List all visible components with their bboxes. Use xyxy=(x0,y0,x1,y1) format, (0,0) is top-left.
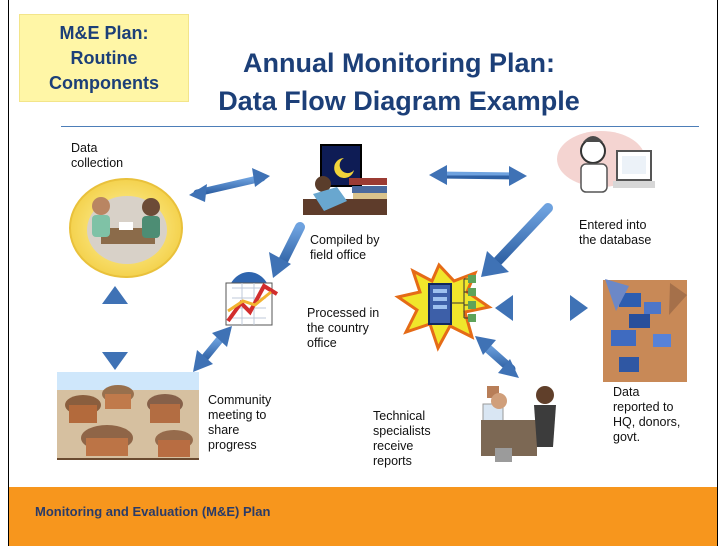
arrow-compile-to-chart xyxy=(269,222,305,278)
double-arrow-processed-technical xyxy=(475,336,519,378)
footer-bar: Monitoring and Evaluation (M&E) Plan xyxy=(9,487,717,546)
label-reported-line-4: govt. xyxy=(613,430,641,444)
label-community-line-3: share xyxy=(208,423,240,437)
label-processed-line-1: Processed in xyxy=(307,306,380,320)
label-community-line-4: progress xyxy=(208,438,257,452)
title-line-1: Annual Monitoring Plan: xyxy=(243,48,555,78)
arrow-database-to-processed xyxy=(481,203,553,277)
double-arrow-compile-database xyxy=(429,165,527,186)
country-office-server-image xyxy=(394,262,493,352)
double-arrow-chart-community xyxy=(193,326,232,372)
technical-specialists-image xyxy=(481,386,556,462)
village-image xyxy=(57,372,199,460)
title-line-2: Data Flow Diagram Example xyxy=(218,86,580,116)
title-divider xyxy=(61,126,699,127)
label-entered-database: Entered into the database xyxy=(579,218,651,248)
label-technical-line-3: receive xyxy=(373,439,414,453)
field-office-image xyxy=(303,144,387,215)
double-arrow-processed-reported xyxy=(495,295,588,321)
label-entered-line-2: the database xyxy=(579,233,652,247)
label-compiled-line-1: Compiled by xyxy=(310,233,380,247)
diagram-art xyxy=(57,131,687,462)
label-processed-country-office: Processed in the country office xyxy=(307,306,379,351)
label-processed-line-3: office xyxy=(307,336,337,350)
label-reported-line-3: HQ, donors, xyxy=(613,415,681,429)
label-data-collection-line-1: Data xyxy=(71,141,98,155)
label-technical-line-2: specialists xyxy=(373,424,431,438)
label-data-collection-line-2: collection xyxy=(71,156,124,170)
double-arrow-collection-community xyxy=(102,286,128,370)
section-badge: M&E Plan: Routine Components xyxy=(19,14,189,102)
page-title: Annual Monitoring Plan: Data Flow Diagra… xyxy=(189,44,609,120)
label-entered-line-1: Entered into xyxy=(579,218,647,232)
label-reported-line-1: Data xyxy=(613,385,640,399)
label-technical-line-4: reports xyxy=(373,454,412,468)
label-technical-specialists: Technical specialists receive reports xyxy=(373,409,431,469)
double-arrow-collection-compile xyxy=(189,168,270,202)
meeting-image xyxy=(69,178,183,278)
label-reported-hq: Data reported to HQ, donors, govt. xyxy=(613,385,680,445)
label-technical-line-1: Technical xyxy=(373,409,426,423)
database-entry-image xyxy=(557,131,655,193)
badge-line-2: Routine xyxy=(70,47,138,68)
label-reported-line-2: reported to xyxy=(613,400,674,414)
label-processed-line-2: the country xyxy=(307,321,369,335)
progress-chart-icon xyxy=(225,272,279,326)
badge-line-3: Components xyxy=(49,72,159,93)
label-community-line-1: Community xyxy=(208,393,272,407)
label-community-meeting: Community meeting to share progress xyxy=(208,393,271,453)
reported-to-hq-image xyxy=(603,279,687,382)
badge-line-1: M&E Plan: xyxy=(59,22,149,43)
label-data-collection: Data collection xyxy=(71,141,123,171)
label-compiled-line-2: field office xyxy=(310,248,367,262)
label-compiled-field-office: Compiled by field office xyxy=(310,233,379,263)
label-community-line-2: meeting to xyxy=(208,408,267,422)
footer-text: Monitoring and Evaluation (M&E) Plan xyxy=(35,504,271,519)
slide: M&E Plan: Routine Components Annual Moni… xyxy=(8,0,718,546)
